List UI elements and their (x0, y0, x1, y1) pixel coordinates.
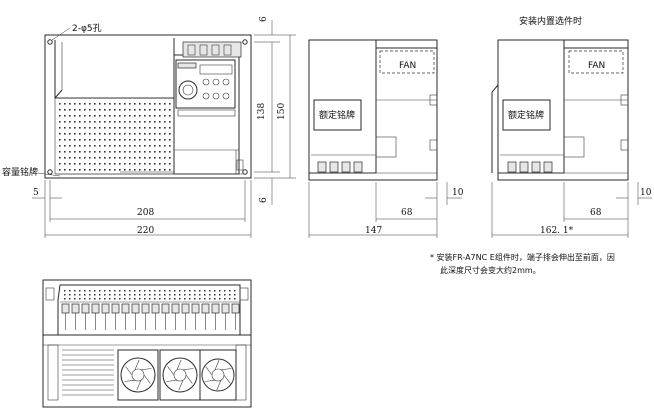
fan-right-icon (199, 349, 237, 401)
dim-10-a: 10 (452, 188, 464, 198)
side2-dimensions: 68 10 162. 1* (491, 182, 652, 238)
dim-68-b: 68 (590, 208, 602, 218)
vent-dots (59, 103, 171, 171)
fan-label-right: FAN (588, 61, 605, 71)
dim-147: 147 (365, 226, 382, 236)
side1-dimensions: 68 10 147 (308, 182, 464, 238)
dim-6-bottom: 6 (259, 197, 269, 203)
dim-220: 220 (137, 226, 154, 236)
bottom-vent-slots (62, 349, 114, 396)
dim-150: 150 (277, 103, 287, 120)
side-view-standard: FAN 额定铭牌 (308, 39, 438, 181)
hole-label: 2-φ5孔 (72, 23, 102, 34)
vent-dots-bottom (64, 290, 236, 300)
terminal-row (61, 303, 240, 330)
dim-5: 5 (33, 188, 39, 198)
rating-plate-right: 额定铭牌 (508, 109, 544, 121)
note-line-1: * 安装FR-A7NC E组件时，端子排会伸出至前面，因 (430, 252, 615, 262)
capacity-leader (37, 172, 61, 177)
fan-label-left: FAN (399, 61, 416, 71)
dim-10-b: 10 (640, 188, 652, 198)
note-line-2: 此深度尺寸会变大约2mm。 (440, 265, 541, 275)
dim-162: 162. 1* (540, 226, 574, 236)
option-title: 安装内置选件时 (519, 15, 582, 27)
dim-6-top: 6 (259, 16, 269, 22)
dim-208: 208 (137, 208, 154, 218)
side-view-with-option: FAN 额定铭牌 (491, 39, 629, 181)
fan-left-icon (117, 349, 159, 401)
fan-middle-icon (159, 349, 201, 401)
bottom-view (42, 279, 252, 408)
hole-leader (51, 27, 71, 41)
rating-plate-left: 额定铭牌 (319, 109, 355, 121)
capacity-plate-label: 容量铭牌 (2, 166, 38, 178)
dim-68-a: 68 (401, 208, 413, 218)
front-view (44, 34, 252, 179)
front-dimensions: 5 208 220 6 138 150 6 (32, 16, 296, 238)
dim-138: 138 (257, 103, 267, 120)
